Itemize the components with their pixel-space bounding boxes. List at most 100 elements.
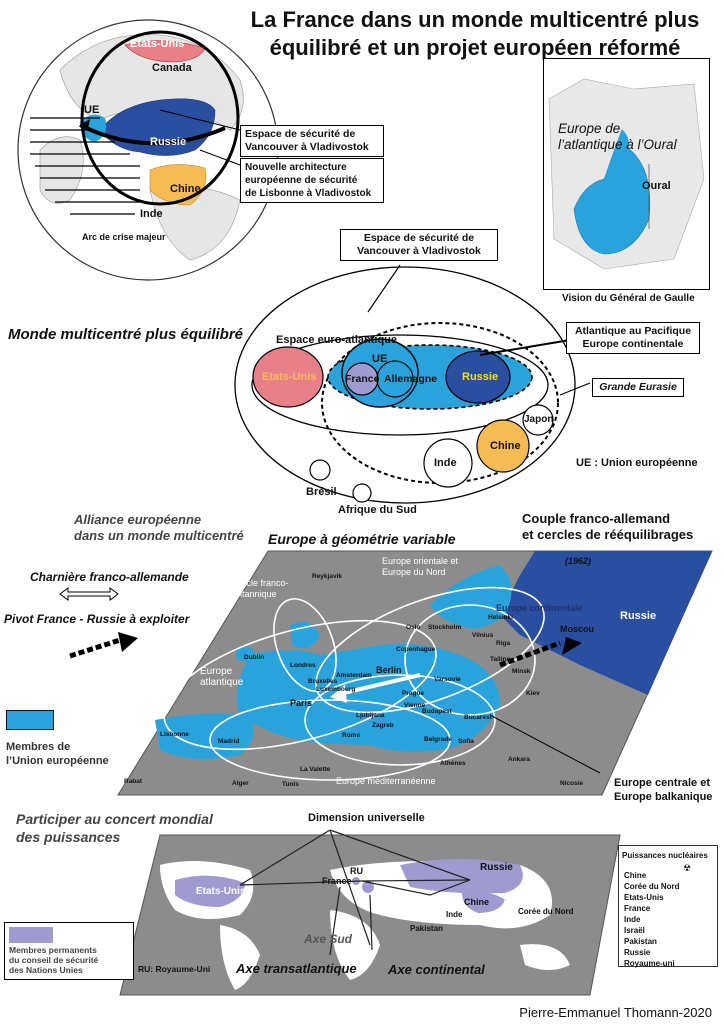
city-label: Kiev: [526, 690, 540, 697]
city-label: Budapest: [422, 708, 452, 715]
diagram-afrique-sud: Afrique du Sud: [338, 504, 417, 516]
city-label: Copenhague: [396, 646, 436, 653]
box-vancouver-diagram: Espace de sécurité de Vancouver à Vladiv…: [340, 229, 498, 261]
heading-couple: Couple franco-allemand et cercles de réé…: [522, 511, 693, 543]
diagram-france: France: [345, 373, 380, 385]
city-label: Bruxelles: [308, 678, 338, 685]
legend-ue-swatch: [6, 710, 54, 730]
diagram-russie: Russie: [462, 371, 499, 383]
degaulle-title: Europe de l’atlantique à l’Oural: [558, 121, 677, 153]
box-vancouver-diagram-l2: Vancouver à Vladivostok: [357, 245, 481, 257]
diagram-ue-legend: UE : Union européenne: [576, 457, 698, 469]
globe-label-canada: Canada: [152, 62, 192, 74]
city-label: Stockholm: [428, 624, 462, 631]
nuclear-item: Pakistan: [624, 937, 657, 946]
multicentre-heading: Monde multicentré plus équilibré: [8, 326, 244, 343]
city-label: Tunis: [282, 781, 299, 788]
city-label: Nicosie: [560, 780, 584, 787]
city-label: Helsinki: [488, 614, 513, 621]
city-label: Alger: [232, 780, 249, 787]
world-france: France: [322, 876, 352, 886]
world-axe-sud: Axe Sud: [304, 932, 353, 946]
diagram-espace-euro: Espace euro-atlantique: [276, 334, 398, 346]
city-label: Oslo: [406, 624, 421, 631]
world-russie: Russie: [480, 862, 513, 873]
nuclear-item: Inde: [624, 915, 641, 924]
title-line-1: La France dans un monde multicentré plus: [250, 7, 700, 32]
nuclear-item: Corée du Nord: [624, 882, 680, 891]
label-europe-centrale: Europe centrale et Europe balkanique: [614, 776, 712, 804]
world-chine: Chine: [464, 897, 490, 907]
globe-label-chine: Chine: [170, 183, 201, 195]
title-line-2: équilibré et un projet européen réformé: [269, 35, 681, 60]
label-europe-orientale: Europe orientale et Europe du Nord: [382, 556, 458, 578]
world-coree: Corée du Nord: [518, 907, 574, 916]
degaulle-oural: Oural: [642, 180, 671, 192]
world-pakistan: Pakistan: [410, 924, 443, 933]
label-europe-atlantique-l1: Europe: [200, 666, 233, 677]
legend-nuclear-list: Chine Corée du Nord Etats-Unis France In…: [624, 870, 680, 969]
legend-nuclear-title: Puissances nucléaires: [622, 851, 708, 860]
diagram-allemagne: Allemagne: [384, 373, 438, 385]
globe-label-russie: Russie: [150, 136, 187, 148]
city-label: Varsovie: [434, 676, 461, 683]
legend-cs-l1: Membres permanents: [9, 945, 97, 955]
legend-cs-box: Membres permanents du conseil de sécurit…: [4, 922, 134, 980]
box-grande-eurasie: Grande Eurasie: [592, 378, 684, 397]
city-label: Ankara: [508, 756, 531, 763]
heading-concert-l1: Participer au concert mondial: [16, 811, 213, 827]
legend-cs-l3: des Nations Unies: [9, 965, 83, 975]
city-label: Prague: [402, 690, 425, 697]
label-cercle: Cercle franco- britannique: [232, 578, 289, 600]
diagram-inde: Inde: [434, 457, 457, 469]
world-ru: RU: [350, 866, 363, 876]
nuclear-item: Israël: [624, 926, 645, 935]
label-europe-atlantique-l2: atlantique: [200, 677, 244, 688]
heading-couple-l1: Couple franco-allemand: [522, 511, 671, 526]
heading-geometrie: Europe à géométrie variable: [268, 531, 456, 547]
degaulle-map-svg: [548, 78, 705, 270]
europe-map: [117, 550, 713, 796]
city-label: Londres: [290, 662, 316, 669]
diagram-chine: Chine: [490, 440, 521, 452]
europe-russie: Russie: [620, 610, 657, 622]
city-label: Riga: [496, 640, 511, 647]
heading-alliance-l1: Alliance européenne: [74, 512, 202, 527]
heading-alliance-l2: dans un monde multicentré: [74, 528, 244, 543]
world-axe-continental: Axe continental: [388, 962, 485, 977]
degaulle-caption: Vision du Général de Gaulle: [562, 293, 695, 304]
box-lisbonne-l3: de Lisbonne à Vladivostok: [245, 188, 372, 199]
city-label: Madrid: [218, 738, 240, 745]
degaulle-map: Europe de l’atlantique à l’Oural Oural: [543, 58, 710, 290]
page-title: La France dans un monde multicentré plus…: [230, 6, 720, 62]
europe-year: (1962): [565, 556, 592, 566]
world-ru-note: RU: Royaume-Uni: [138, 964, 211, 974]
label-europe-centrale-l1: Europe centrale et: [614, 777, 710, 789]
city-label: La Valette: [300, 766, 331, 773]
nuclear-item: France: [624, 904, 651, 913]
label-charniere: Charnière franco-allemande: [30, 570, 189, 584]
city-label: Rabat: [124, 778, 143, 785]
diagram-ue: UE: [372, 353, 388, 365]
label-europe-orientale-l1: Europe orientale et: [382, 556, 459, 566]
heading-couple-l2: et cercles de rééquilibrages: [522, 527, 694, 542]
legend-ue-label: Membres de l’Union européenne: [6, 740, 109, 768]
city-label: Paris: [290, 698, 313, 708]
city-label: Bucarest: [464, 714, 492, 721]
legend-ue-l2: l’Union européenne: [6, 755, 109, 767]
label-europe-continentale: Europe continentale: [496, 603, 583, 613]
globe-label-arc-crise: Arc de crise majeur: [82, 232, 166, 242]
label-cercle-l1: Cercle franco-: [232, 578, 289, 588]
city-label: Vilnius: [472, 632, 494, 639]
city-label: Rome: [342, 732, 361, 739]
city-label: Belgrade: [424, 736, 452, 743]
box-lisbonne: Nouvelle architecture européenne de sécu…: [240, 158, 384, 203]
degaulle-title-l2: l’atlantique à l’Oural: [558, 137, 677, 152]
heading-concert: Participer au concert mondial des puissa…: [16, 810, 213, 846]
label-europe-med: Europe méditerranéenne: [336, 776, 436, 786]
city-label: Amsterdam: [336, 672, 372, 679]
label-pivot: Pivot France - Russie à exploiter: [4, 612, 190, 626]
degaulle-title-l1: Europe de: [558, 121, 621, 136]
city-label: Minsk: [512, 668, 531, 675]
city-label: Lisbonne: [160, 731, 189, 738]
